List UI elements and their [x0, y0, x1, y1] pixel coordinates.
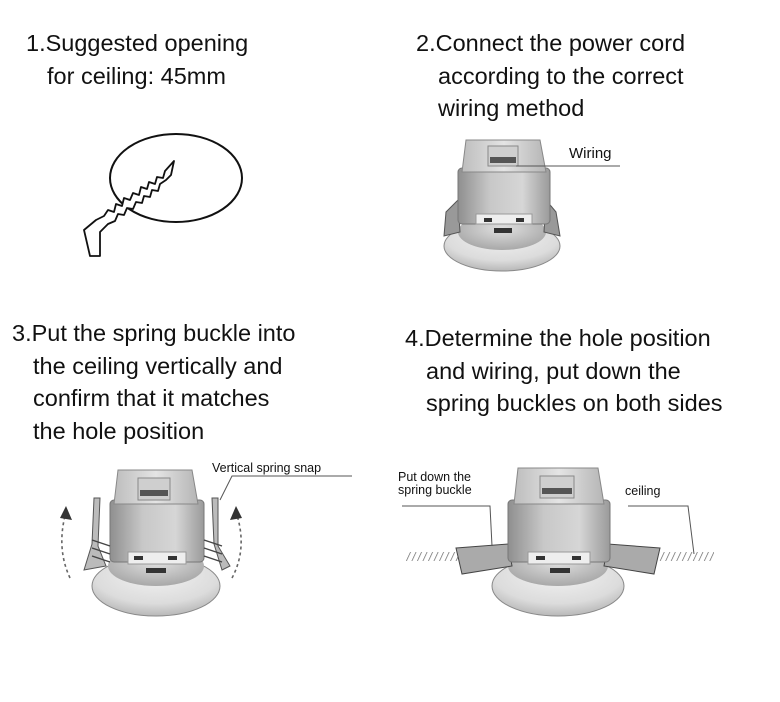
- ceiling-label: ceiling: [625, 484, 661, 498]
- saw-cutting-hole-illustration: [83, 133, 243, 257]
- step-4-line-3: spring buckles on both sides: [426, 390, 723, 416]
- put-down-label-line-1: Put down the: [398, 470, 471, 484]
- step-3-instruction: 3.Put the spring buckle into the ceiling…: [12, 317, 295, 447]
- step-4-line-2: and wiring, put down the: [426, 357, 681, 384]
- step-2-line-1: 2.Connect the power cord: [416, 30, 686, 56]
- step-2-line-2: according to the correct: [438, 62, 684, 89]
- step-3-line-3: confirm that it matches: [33, 385, 270, 411]
- step-3-line-1: 3.Put the spring buckle into: [12, 320, 296, 346]
- step-2-line-3: wiring method: [438, 95, 585, 121]
- downlight-wiring-illustration: [443, 139, 620, 272]
- step-4-line-1: 4.Determine the hole position: [405, 325, 711, 351]
- installed-in-ceiling-illustration: [402, 467, 714, 617]
- step-3-line-4: the hole position: [33, 417, 205, 444]
- step-1-instruction: 1.Suggested opening for ceiling: 45mm: [26, 27, 248, 92]
- vertical-spring-snap-illustration: [60, 469, 352, 617]
- wiring-label: Wiring: [569, 145, 612, 162]
- step-3-line-2: the ceiling vertically and: [33, 352, 283, 379]
- put-down-spring-buckle-label: Put down the spring buckle: [398, 471, 472, 497]
- step-2-instruction: 2.Connect the power cord according to th…: [416, 27, 685, 125]
- vertical-spring-snap-label: Vertical spring snap: [212, 461, 322, 475]
- step-1-line-1: 1.Suggested opening: [26, 30, 249, 56]
- step-1-line-2: for ceiling: 45mm: [47, 62, 226, 89]
- step-4-instruction: 4.Determine the hole position and wiring…: [405, 322, 723, 420]
- put-down-label-line-2: spring buckle: [398, 483, 472, 497]
